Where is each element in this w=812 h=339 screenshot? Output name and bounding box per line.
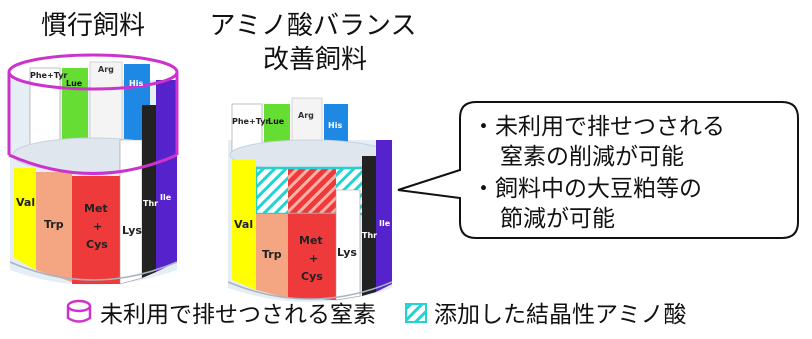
r-label-ile: Ile <box>379 219 391 228</box>
r-label-val: Val <box>234 218 253 231</box>
title-improved-line2: 改善飼料 <box>263 45 367 75</box>
stave-ile <box>156 80 177 272</box>
stave-lue-top <box>62 68 88 140</box>
r-label-plus: + <box>309 252 318 265</box>
r-stave-met-cys <box>288 214 336 300</box>
stave-trp <box>36 172 72 282</box>
stave-lys <box>119 139 143 285</box>
stave-phe-tyr-top <box>29 67 61 147</box>
callout-bubble <box>397 101 799 239</box>
legend-unused-nitrogen: 未利用で排せつされる窒素 <box>100 302 376 328</box>
callout-line2: 窒素の削減が可能 <box>500 144 684 170</box>
label-cys: Cys <box>86 238 108 251</box>
r-label-lue: Lue <box>268 117 285 126</box>
label-ile: Ile <box>160 193 172 202</box>
r-stave-lys <box>335 189 361 301</box>
label-lue: Lue <box>66 79 83 88</box>
r-stave-val <box>232 160 256 290</box>
barrel-conventional <box>7 53 179 285</box>
label-trp: Trp <box>44 218 64 231</box>
r-label-arg: Arg <box>298 111 314 120</box>
r-stave-ile <box>376 140 392 292</box>
callout-line1: ・未利用で排せつされる <box>472 114 725 140</box>
barrel-improved <box>227 97 393 302</box>
legend-added-amino-icon <box>405 303 427 323</box>
r-label-trp: Trp <box>262 248 282 261</box>
legend-added-amino: 添加した結晶性アミノ酸 <box>434 302 687 328</box>
title-conventional: 慣行飼料 <box>41 11 145 41</box>
added-met-cys-zone <box>288 168 336 214</box>
r-label-his: His <box>328 121 342 130</box>
label-plus: + <box>93 220 102 233</box>
legend-unused-nitrogen-icon <box>66 299 92 323</box>
stave-thr <box>142 105 156 278</box>
r-label-phe-tyr: Phe+Tyr <box>232 117 269 126</box>
r-label-thr: Thr <box>362 231 377 240</box>
stave-met-cys <box>72 176 120 284</box>
callout-line4: 節減が可能 <box>500 206 615 232</box>
callout-line3: ・飼料中の大豆粕等の <box>472 176 702 202</box>
label-met: Met <box>84 202 108 215</box>
r-label-cys: Cys <box>301 270 323 283</box>
stave-val <box>14 168 36 270</box>
r-stave-trp <box>256 214 288 298</box>
stave-arg-top <box>89 61 123 149</box>
label-his: His <box>129 79 143 88</box>
r-label-met: Met <box>299 234 323 247</box>
label-phe-tyr: Phe+Tyr <box>30 71 67 80</box>
title-improved-line1: アミノ酸バランス <box>210 11 417 41</box>
band-bottom-rim <box>8 153 178 175</box>
label-thr: Thr <box>143 199 158 208</box>
label-arg: Arg <box>98 65 114 74</box>
label-lys: Lys <box>122 224 142 237</box>
r-stave-thr <box>362 156 376 296</box>
label-val: Val <box>16 196 35 209</box>
r-label-lys: Lys <box>337 246 357 259</box>
